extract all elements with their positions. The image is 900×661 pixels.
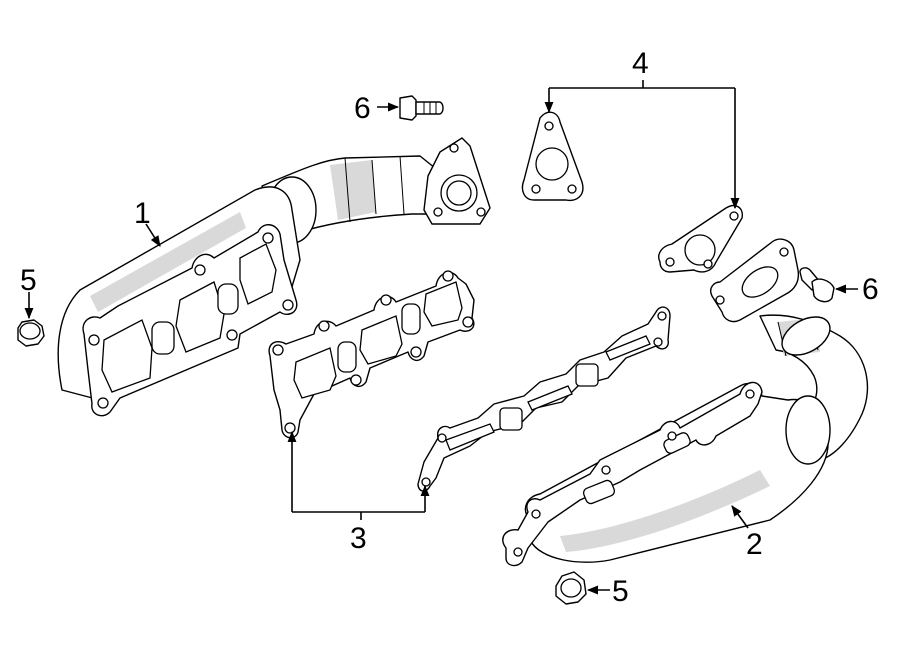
nut-left[interactable] (17, 319, 45, 347)
exhaust-manifold-right[interactable] (502, 238, 869, 567)
stud-top[interactable] (399, 95, 444, 121)
exhaust-manifold-left[interactable] (57, 137, 491, 417)
callout-manifold-gasket: 3 (350, 522, 367, 555)
callout-leaders (24, 80, 858, 595)
nut-right[interactable] (555, 571, 587, 605)
callout-manifold-right: 2 (746, 528, 763, 561)
flange-gasket-lower[interactable] (658, 204, 743, 273)
callout-stud-top: 6 (354, 92, 371, 125)
callout-nut-left: 5 (20, 264, 37, 297)
callout-flange-gasket: 4 (632, 47, 649, 80)
manifold-gasket-left[interactable] (268, 270, 475, 439)
callout-nut-right: 5 (612, 575, 629, 608)
flange-gasket-upper[interactable] (521, 111, 584, 202)
stud-right[interactable] (799, 267, 835, 303)
callout-manifold-left: 1 (134, 197, 151, 230)
callout-stud-right: 6 (862, 273, 879, 306)
